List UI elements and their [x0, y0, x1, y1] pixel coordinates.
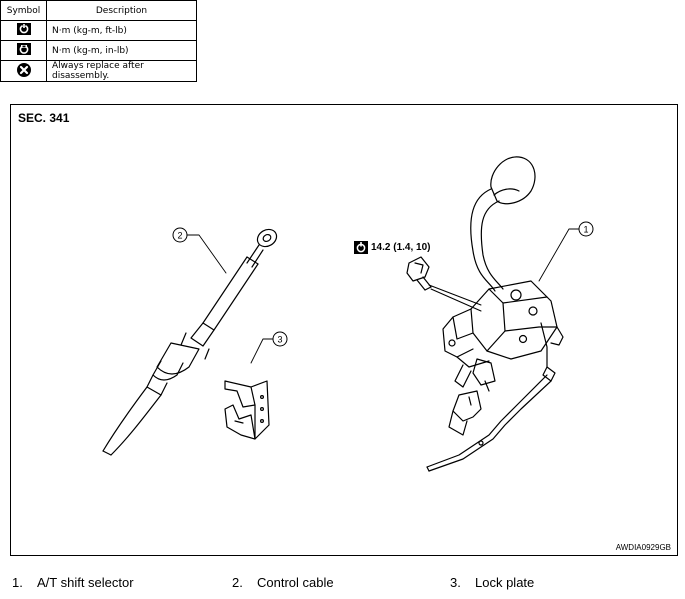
callout-number: 2: [177, 231, 182, 241]
legend-symbol-cell: [0, 40, 47, 61]
figure-code: AWDIA0929GB: [615, 543, 671, 552]
bolt-drawing: [406, 256, 482, 312]
legend-table: Symbol Description N·m (kg-m, ft-lb) N·m…: [0, 0, 197, 82]
legend-header-row: Symbol Description: [0, 0, 197, 21]
torque-wrench-small-icon: [16, 43, 31, 55]
callout-1: 1: [578, 221, 594, 237]
control-cable-drawing: [102, 228, 278, 456]
callout-leader-3: [250, 338, 274, 364]
caption-label: Control cable: [257, 575, 334, 590]
caption-1: 1. A/T shift selector: [12, 575, 134, 590]
legend-row: Always replace after disassembly.: [0, 60, 197, 82]
caption-number: 3.: [450, 575, 461, 590]
torque-wrench-icon: [16, 23, 31, 35]
caption-label: Lock plate: [475, 575, 535, 590]
lock-plate-drawing: [224, 380, 270, 440]
legend-description: N·m (kg-m, in-lb): [46, 40, 197, 61]
callout-leader-1: [538, 228, 580, 282]
legend-symbol-cell: [0, 20, 47, 41]
legend-header-description: Description: [46, 0, 197, 21]
section-label: SEC. 341: [18, 111, 70, 125]
exploded-diagram: 2 3 1: [102, 156, 594, 472]
caption-label: A/T shift selector: [37, 575, 134, 590]
callout-number: 1: [583, 225, 588, 235]
legend-symbol-cell: [0, 60, 47, 82]
callout-leader-2: [186, 234, 227, 274]
torque-spec-label: 14.2 (1.4, 10): [371, 242, 431, 253]
callout-number: 3: [277, 335, 282, 345]
callout-3: 3: [272, 331, 288, 347]
torque-wrench-icon: [354, 241, 368, 254]
caption-number: 1.: [12, 575, 23, 590]
replace-after-disassembly-icon: [16, 62, 31, 77]
legend-header-symbol: Symbol: [0, 0, 47, 21]
callout-2: 2: [172, 227, 188, 243]
legend-row: N·m (kg-m, in-lb): [0, 40, 197, 61]
legend-description: N·m (kg-m, ft-lb): [46, 20, 197, 41]
caption-3: 3. Lock plate: [450, 575, 534, 590]
legend-row: N·m (kg-m, ft-lb): [0, 20, 197, 41]
shift-selector-drawing: [426, 156, 564, 472]
caption-2: 2. Control cable: [232, 575, 334, 590]
figure-frame: SEC. 341 AWDIA0929GB: [10, 104, 678, 556]
caption-number: 2.: [232, 575, 243, 590]
legend-description: Always replace after disassembly.: [46, 60, 197, 82]
